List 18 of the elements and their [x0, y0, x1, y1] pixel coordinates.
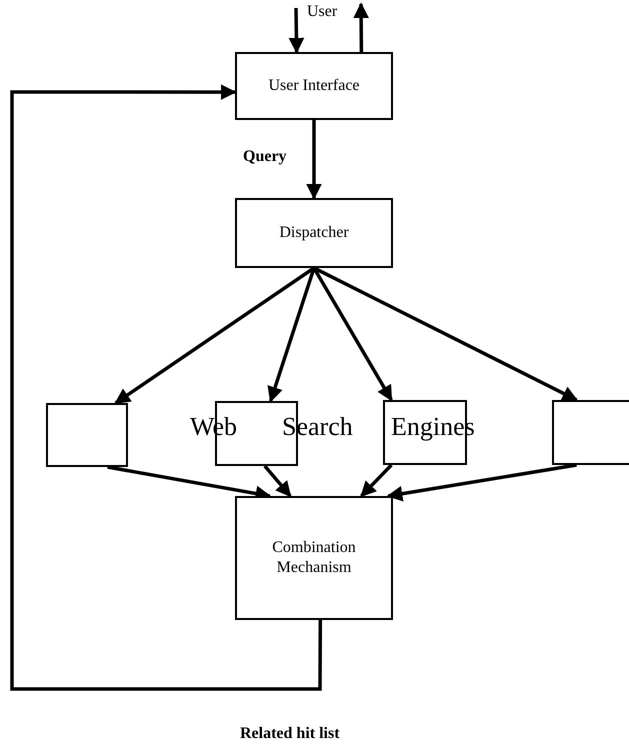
arrow — [386, 463, 577, 502]
empty-box — [46, 403, 128, 467]
box-label: Combination Mechanism — [271, 538, 357, 578]
box-label: User Interface — [268, 76, 360, 96]
process-box — [235, 496, 393, 620]
process-box — [235, 198, 393, 268]
arrow — [288, 8, 304, 54]
arrow — [353, 2, 369, 52]
arrow — [306, 120, 322, 200]
arrow — [313, 266, 578, 402]
process-box — [235, 52, 393, 120]
arrow — [360, 464, 393, 498]
box-label: Dispatcher — [279, 223, 349, 243]
feedback-arrow — [10, 84, 322, 691]
text-label: User — [307, 4, 338, 20]
arrow — [263, 464, 292, 498]
arrow — [114, 266, 315, 404]
empty-box — [552, 400, 629, 465]
